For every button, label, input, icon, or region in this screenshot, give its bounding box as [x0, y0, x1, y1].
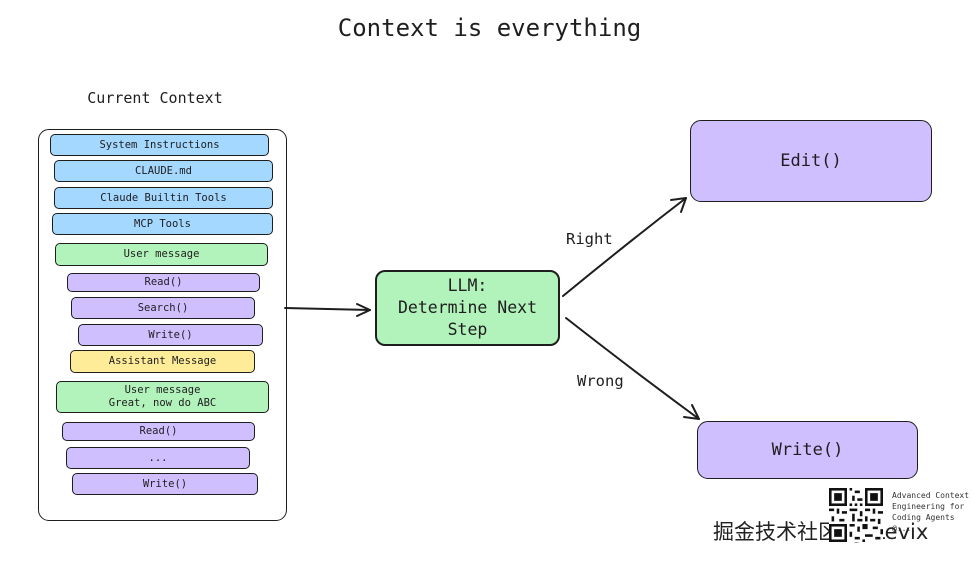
context-item: User message Great, now do ABC: [56, 381, 269, 413]
context-item: System Instructions: [50, 134, 269, 156]
context-panel: [38, 129, 287, 521]
write-node-label: Write(): [771, 440, 844, 460]
context-item: User message: [55, 243, 268, 266]
context-item: MCP Tools: [52, 213, 273, 235]
context-item: CLAUDE.md: [54, 160, 273, 182]
llm-line-1: LLM:: [447, 276, 488, 295]
diagram-title: Context is everything: [337, 14, 642, 42]
write-node: Write(): [697, 421, 918, 479]
wrong-edge-label: Wrong: [577, 372, 624, 390]
context-item: ...: [66, 447, 250, 469]
context-item: Read(): [62, 422, 255, 441]
watermark-text: 掘金技术社区 @ Levix: [713, 520, 929, 544]
context-item: Read(): [67, 273, 260, 292]
right-edge-label: Right: [566, 230, 613, 248]
context-item: Write(): [78, 324, 263, 346]
context-label: Current Context: [87, 89, 223, 107]
qr-code-icon: [829, 488, 883, 542]
context-item: Write(): [72, 473, 258, 495]
llm-line-2: Determine Next: [397, 298, 538, 317]
edit-node-label: Edit(): [780, 151, 842, 171]
llm-line-3: Step: [447, 320, 488, 339]
context-item: Search(): [71, 297, 255, 319]
context-item: Claude Builtin Tools: [54, 187, 273, 209]
context-to-llm-arrow: [284, 303, 371, 317]
context-item: Assistant Message: [70, 350, 255, 373]
watermark-note: Advanced Context Engineering for Coding …: [892, 491, 970, 533]
llm-node: LLM: Determine Next Step: [375, 270, 560, 346]
llm-to-edit-arrow: [562, 197, 687, 297]
llm-to-write-arrow: [565, 317, 700, 420]
edit-node: Edit(): [690, 120, 932, 202]
